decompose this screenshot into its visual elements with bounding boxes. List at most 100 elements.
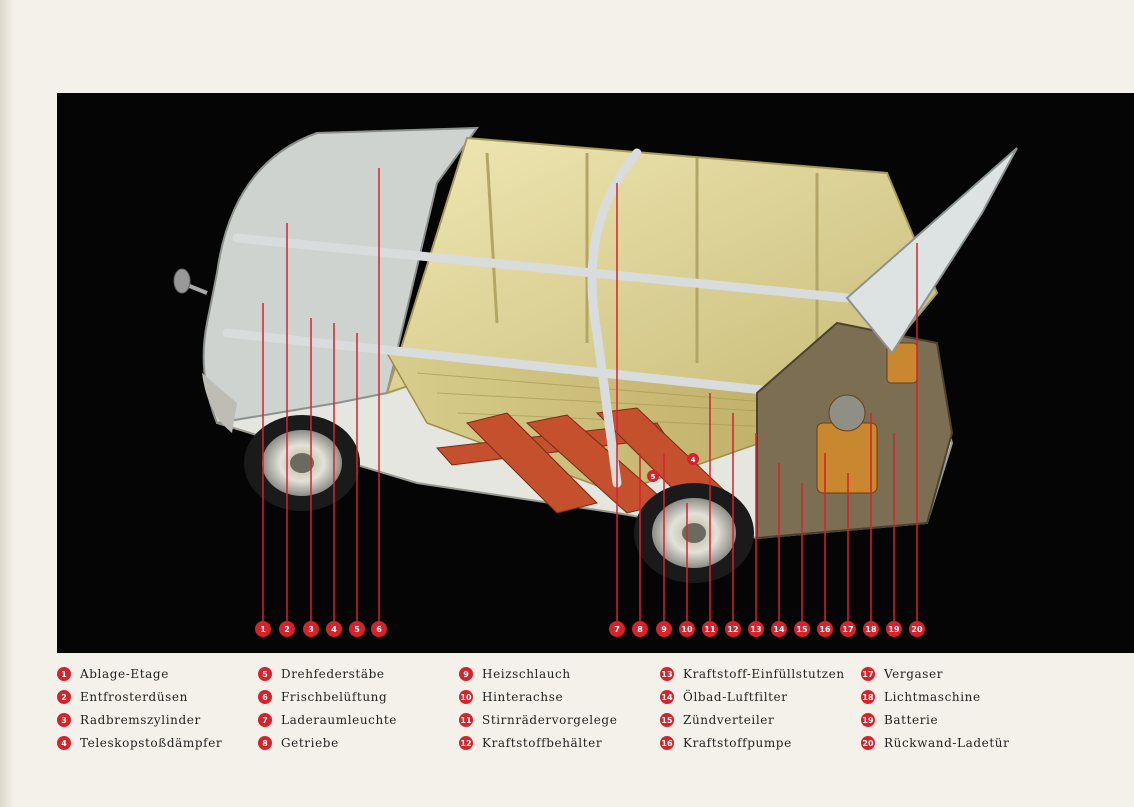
page-edge — [0, 0, 14, 807]
legend-item-20: 20 Rückwand-Ladetür — [861, 733, 1009, 753]
callout-marker-10: 10 — [679, 621, 695, 637]
legend-label: Kraftstoffbehälter — [482, 736, 603, 750]
callout-marker-6: 6 — [371, 621, 387, 637]
callout-lines — [262, 168, 918, 621]
legend-number-badge: 3 — [57, 713, 71, 727]
callout-number: 19 — [888, 625, 900, 634]
inline-marker-4: 4 — [687, 453, 699, 465]
legend-label: Heizschlauch — [482, 667, 571, 681]
legend-number-badge: 13 — [660, 667, 674, 681]
engine-parts — [816, 342, 918, 494]
legend-number-badge: 4 — [57, 736, 71, 750]
legend-number-badge: 16 — [660, 736, 674, 750]
callout-number: 14 — [773, 625, 785, 634]
callout-marker-19: 19 — [886, 621, 902, 637]
callout-marker-1: 1 — [255, 621, 271, 637]
callout-number: 20 — [911, 625, 923, 634]
legend-item-14: 14 Ölbad-Luftfilter — [660, 687, 788, 707]
legend-item-4: 4 Teleskopstoßdämpfer — [57, 733, 222, 753]
legend-number-badge: 10 — [459, 690, 473, 704]
legend-label: Ölbad-Luftfilter — [683, 690, 788, 704]
legend-label: Batterie — [884, 713, 939, 727]
callout-number: 4 — [331, 625, 337, 634]
callout-marker-16: 16 — [817, 621, 833, 637]
inline-marker-number: 5 — [651, 473, 656, 481]
callout-marker-3: 3 — [303, 621, 319, 637]
legend-item-17: 17 Vergaser — [861, 664, 943, 684]
legend-label: Radbremszylinder — [80, 713, 201, 727]
callout-number: 11 — [704, 625, 716, 634]
legend-label: Zündverteiler — [683, 713, 775, 727]
callout-number: 6 — [376, 625, 382, 634]
legend-number-badge: 20 — [861, 736, 875, 750]
rear-wheel — [634, 483, 754, 583]
callout-number: 10 — [681, 625, 693, 634]
callout-number: 3 — [308, 625, 314, 634]
inline-marker-5: 5 — [647, 470, 659, 482]
callout-marker-5: 5 — [349, 621, 365, 637]
legend-label: Kraftstoffpumpe — [683, 736, 792, 750]
front-bumper — [202, 373, 237, 433]
callout-marker-18: 18 — [863, 621, 879, 637]
legend-item-2: 2 Entfrosterdüsen — [57, 687, 188, 707]
legend-number-badge: 6 — [258, 690, 272, 704]
callout-number: 16 — [819, 625, 831, 634]
callout-number: 2 — [284, 625, 290, 634]
inline-marker-number: 4 — [691, 456, 696, 464]
callout-marker-14: 14 — [771, 621, 787, 637]
legend-number-badge: 2 — [57, 690, 71, 704]
legend-item-10: 10 Hinterachse — [459, 687, 563, 707]
callout-marker-13: 13 — [748, 621, 764, 637]
legend-number-badge: 15 — [660, 713, 674, 727]
legend-label: Kraftstoff-Einfüllstutzen — [683, 667, 845, 681]
legend-number-badge: 14 — [660, 690, 674, 704]
legend-item-13: 13 Kraftstoff-Einfüllstutzen — [660, 664, 845, 684]
callout-marker-8: 8 — [632, 621, 648, 637]
callout-marker-2: 2 — [279, 621, 295, 637]
callout-number: 1 — [260, 625, 266, 634]
legend-number-badge: 7 — [258, 713, 272, 727]
callout-number: 13 — [750, 625, 761, 634]
legend-label: Stirnrädervorgelege — [482, 713, 618, 727]
legend-label: Getriebe — [281, 736, 339, 750]
legend-label: Frischbelüftung — [281, 690, 388, 704]
legend-item-3: 3 Radbremszylinder — [57, 710, 201, 730]
callout-marker-7: 7 — [609, 621, 625, 637]
legend-label: Hinterachse — [482, 690, 564, 704]
side-mirror — [173, 268, 208, 295]
legend-number-badge: 17 — [861, 667, 875, 681]
legend-item-15: 15 Zündverteiler — [660, 710, 774, 730]
callout-number: 8 — [637, 625, 643, 634]
callout-number: 12 — [727, 625, 738, 634]
legend-item-16: 16 Kraftstoffpumpe — [660, 733, 792, 753]
body-rails — [222, 148, 852, 488]
callout-marker-12: 12 — [725, 621, 741, 637]
callout-number: 17 — [842, 625, 853, 634]
legend-label: Entfrosterdüsen — [80, 690, 188, 704]
legend-label: Ablage-Etage — [80, 667, 169, 681]
callout-marker-20: 20 — [909, 621, 925, 637]
legend-label: Rückwand-Ladetür — [884, 736, 1010, 750]
van-cab-front — [202, 126, 480, 425]
callout-number: 7 — [614, 625, 620, 634]
callout-number: 15 — [796, 625, 808, 634]
legend-label: Lichtmaschine — [884, 690, 981, 704]
legend-label: Laderaumleuchte — [281, 713, 397, 727]
legend-label: Teleskopstoßdämpfer — [80, 736, 223, 750]
legend-label: Drehfederstäbe — [281, 667, 385, 681]
legend-number-badge: 18 — [861, 690, 875, 704]
callout-number: 9 — [661, 625, 667, 634]
callout-marker-9: 9 — [656, 621, 672, 637]
legend-number-badge: 19 — [861, 713, 875, 727]
callout-marker-17: 17 — [840, 621, 856, 637]
legend-label: Vergaser — [884, 667, 944, 681]
